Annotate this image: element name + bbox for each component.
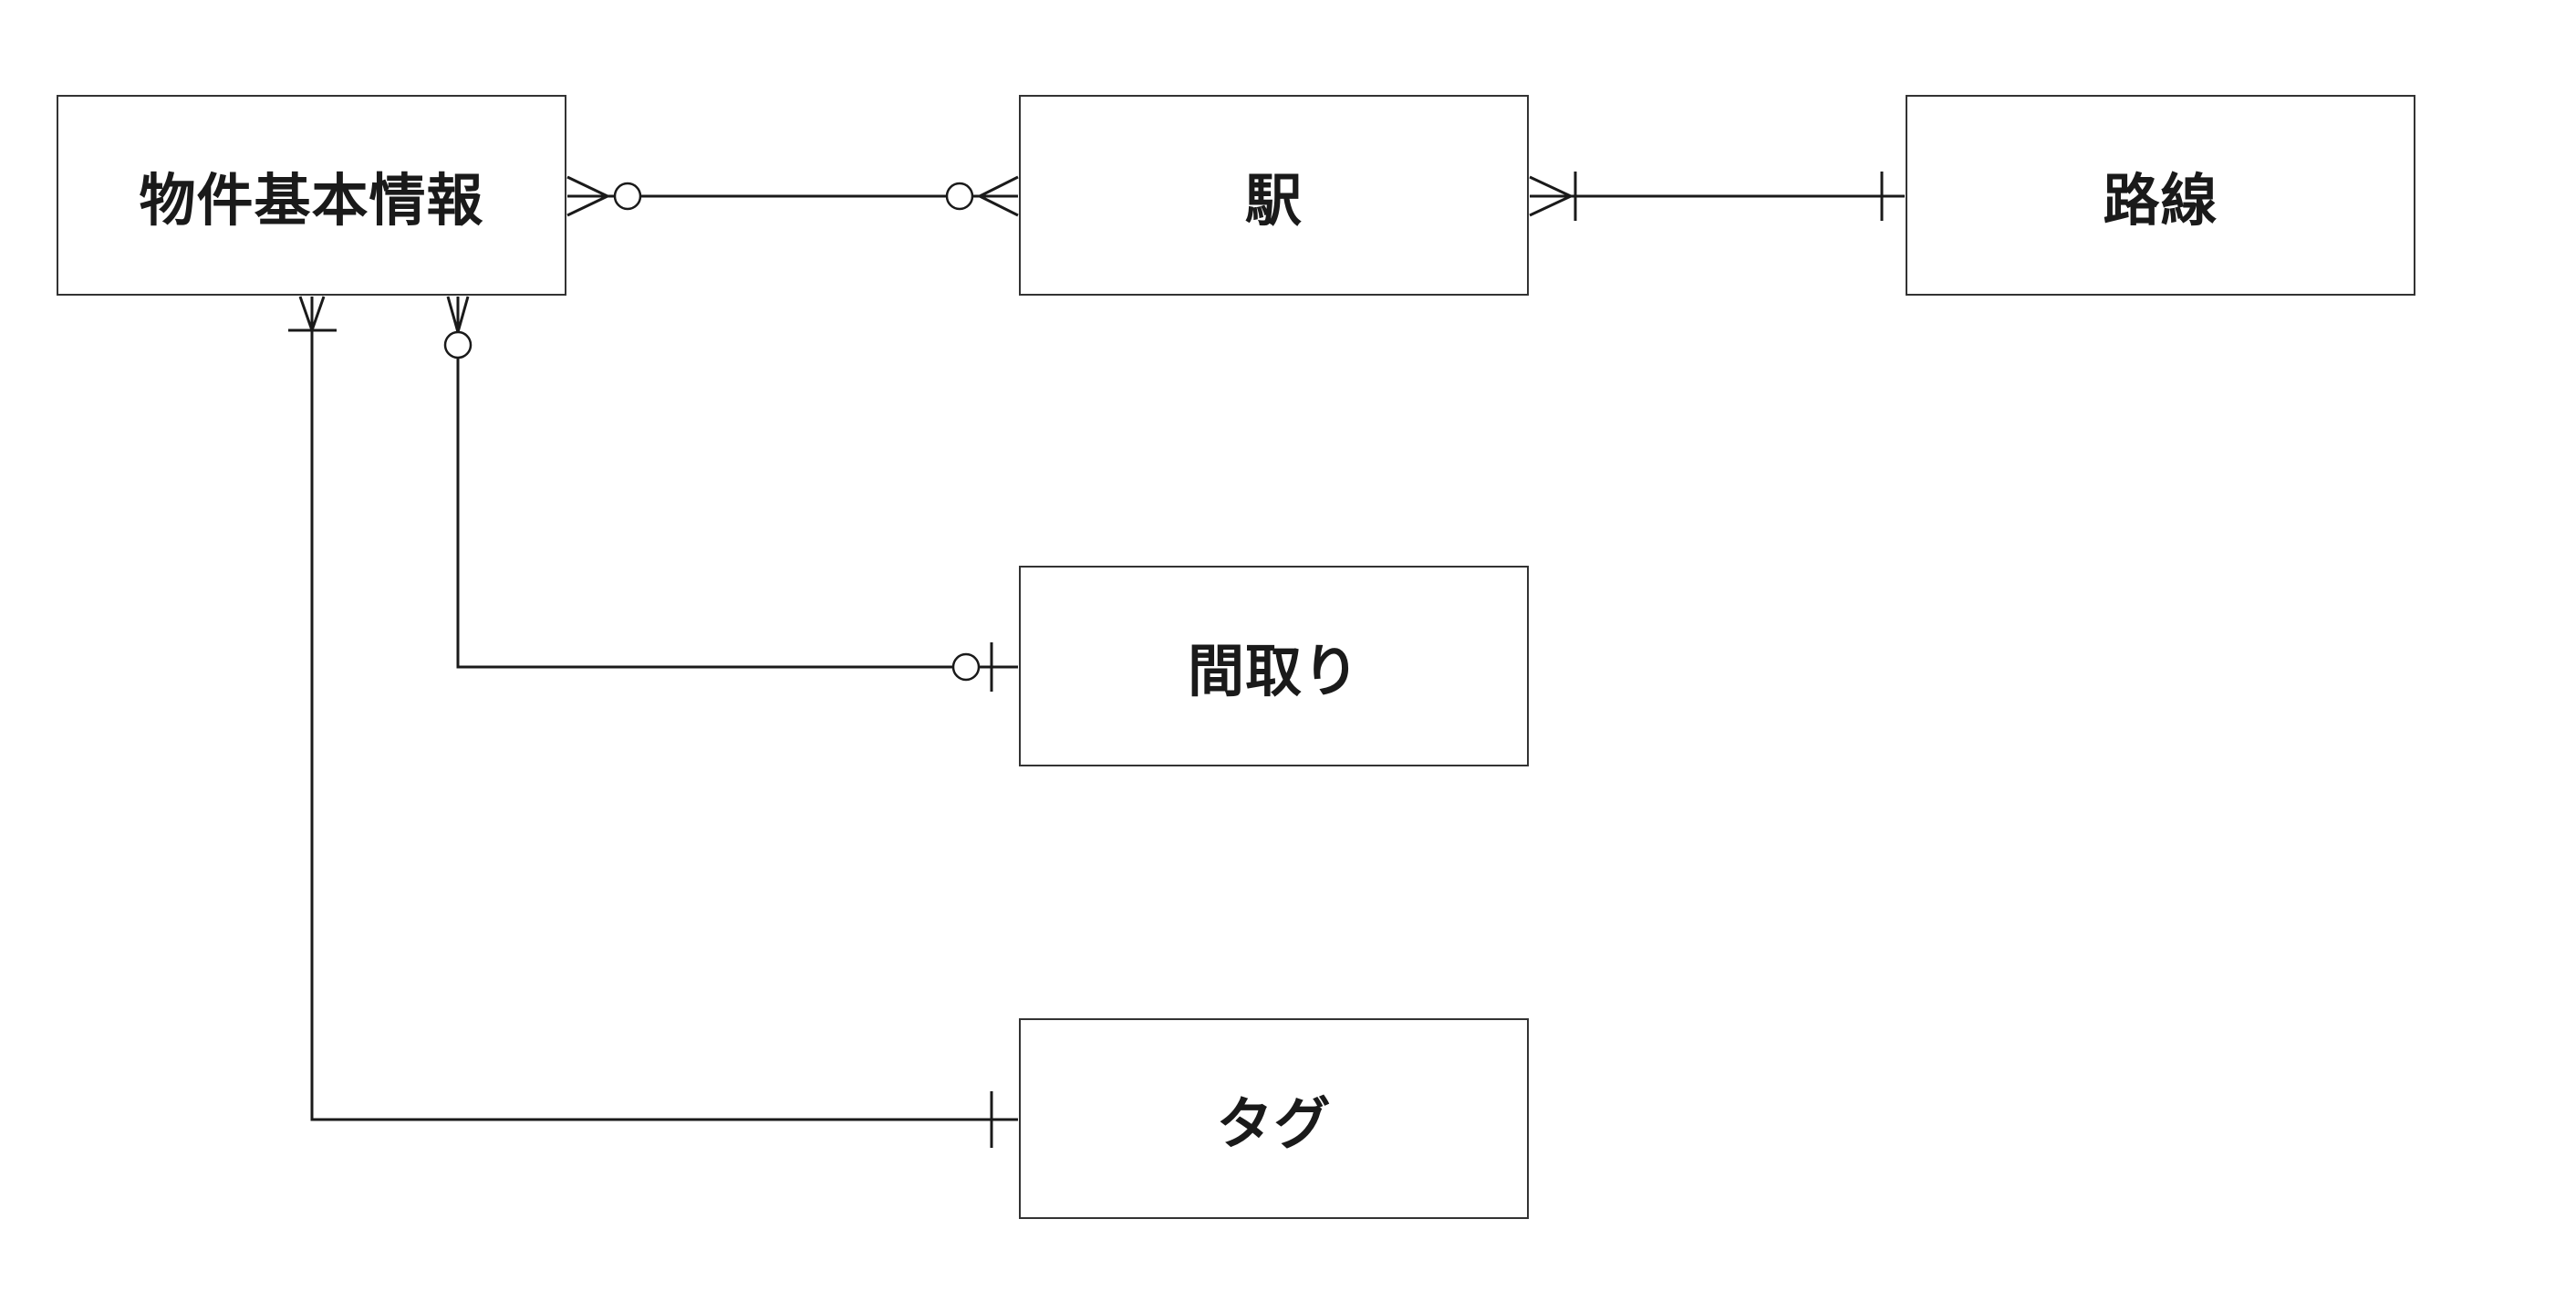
crowfoot-prong: [1529, 175, 1572, 198]
crowfoot-prong: [566, 175, 608, 198]
entity-label: タグ: [1216, 1090, 1332, 1157]
rel-line: [310, 297, 1018, 1121]
zero-marker: [613, 182, 642, 211]
crowfoot-prong: [446, 296, 460, 333]
entity-eki[interactable]: 駅: [1019, 95, 1529, 296]
crowfoot-prong: [298, 296, 314, 331]
crowfoot-prong: [456, 296, 470, 333]
rel-bukken-tag: [288, 296, 1018, 1148]
entity-label: 駅: [1244, 167, 1303, 234]
zero-marker: [443, 330, 473, 359]
crowfoot-prong: [979, 194, 1019, 217]
entity-label: 間取り: [1187, 638, 1360, 704]
rel-eki-rosen: [1529, 172, 1905, 221]
entity-tag[interactable]: タグ: [1019, 1018, 1529, 1219]
entity-label: 物件基本情報: [139, 167, 484, 234]
crowfoot-prong: [310, 296, 326, 331]
entity-madori[interactable]: 間取り: [1019, 566, 1529, 766]
rel-bukken-eki: [566, 175, 1019, 217]
crowfoot-prong: [979, 175, 1019, 198]
crowfoot-prong: [566, 194, 608, 217]
entity-label: 路線: [2103, 167, 2218, 234]
crowfoot-prong: [1529, 194, 1572, 217]
zero-marker: [945, 182, 974, 211]
entity-bukken-kihon-joho[interactable]: 物件基本情報: [57, 95, 566, 296]
rel-line: [456, 297, 1018, 669]
entity-rosen[interactable]: 路線: [1906, 95, 2415, 296]
rel-bukken-madori: [443, 296, 1018, 692]
zero-marker: [951, 652, 981, 682]
